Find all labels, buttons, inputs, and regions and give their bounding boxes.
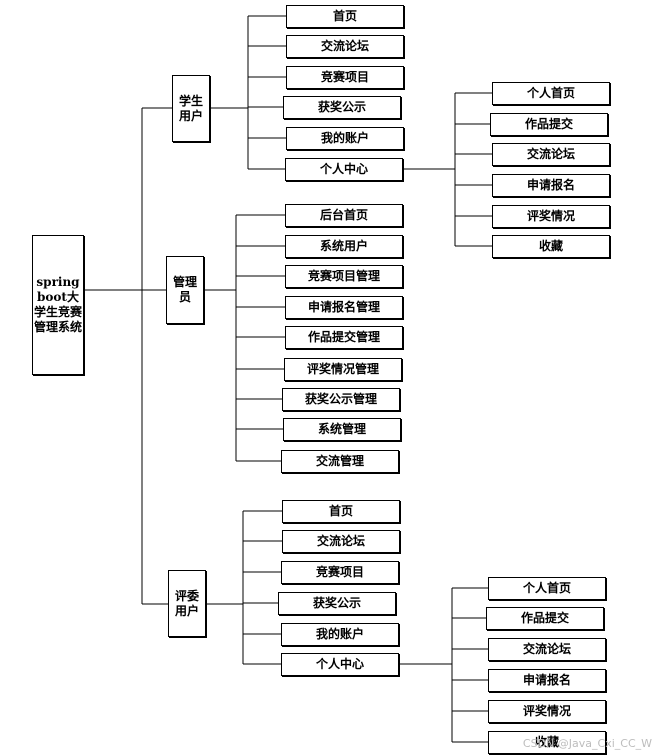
- judge-center-submit: 作品提交: [486, 607, 604, 630]
- admin-item-contests: 竞赛项目管理: [285, 265, 403, 288]
- admin-item-users: 系统用户: [285, 235, 403, 258]
- judge-item-center: 个人中心: [281, 653, 399, 676]
- admin-item-awards: 获奖公示管理: [282, 388, 400, 411]
- admin-item-submissions: 作品提交管理: [285, 326, 403, 349]
- student-center-apply: 申请报名: [492, 174, 610, 197]
- root-label: springboot大学生竞赛管理系统: [33, 275, 82, 334]
- judge-item-contests: 竞赛项目: [281, 561, 399, 584]
- admin-item-applications: 申请报名管理: [285, 296, 403, 319]
- student-item-home: 首页: [286, 5, 404, 28]
- judge-center-home: 个人首页: [488, 577, 606, 600]
- judge-item-forum: 交流论坛: [282, 530, 400, 553]
- judge-item-awards: 获奖公示: [278, 592, 396, 615]
- judge-center-favorites: 收藏: [488, 731, 606, 754]
- student-item-center: 个人中心: [285, 158, 403, 181]
- student-center-favorites: 收藏: [492, 235, 610, 258]
- role-admin: 管理 员: [166, 256, 204, 324]
- admin-item-exchange: 交流管理: [281, 450, 399, 473]
- student-center-submit: 作品提交: [490, 113, 608, 136]
- admin-item-dashboard: 后台首页: [285, 204, 403, 227]
- student-center-review: 评奖情况: [492, 205, 610, 228]
- student-item-contests: 竞赛项目: [286, 66, 404, 89]
- judge-item-account: 我的账户: [281, 623, 399, 646]
- role-student: 学生 用户: [172, 75, 210, 142]
- judge-center-review: 评奖情况: [488, 700, 606, 723]
- root-node: springboot大学生竞赛管理系统: [32, 235, 84, 375]
- admin-item-reviews: 评奖情况管理: [284, 358, 402, 381]
- student-item-awards: 获奖公示: [283, 96, 401, 119]
- student-center-forum: 交流论坛: [492, 143, 610, 166]
- student-center-home: 个人首页: [492, 82, 610, 105]
- judge-center-forum: 交流论坛: [488, 638, 606, 661]
- admin-item-system: 系统管理: [283, 418, 401, 441]
- judge-center-apply: 申请报名: [488, 669, 606, 692]
- role-judge: 评委 用户: [168, 570, 206, 637]
- student-item-forum: 交流论坛: [286, 35, 404, 58]
- student-item-account: 我的账户: [286, 127, 404, 150]
- watermark: CSDN @Java_Cxi_CC_W: [522, 737, 652, 750]
- judge-item-home: 首页: [282, 500, 400, 523]
